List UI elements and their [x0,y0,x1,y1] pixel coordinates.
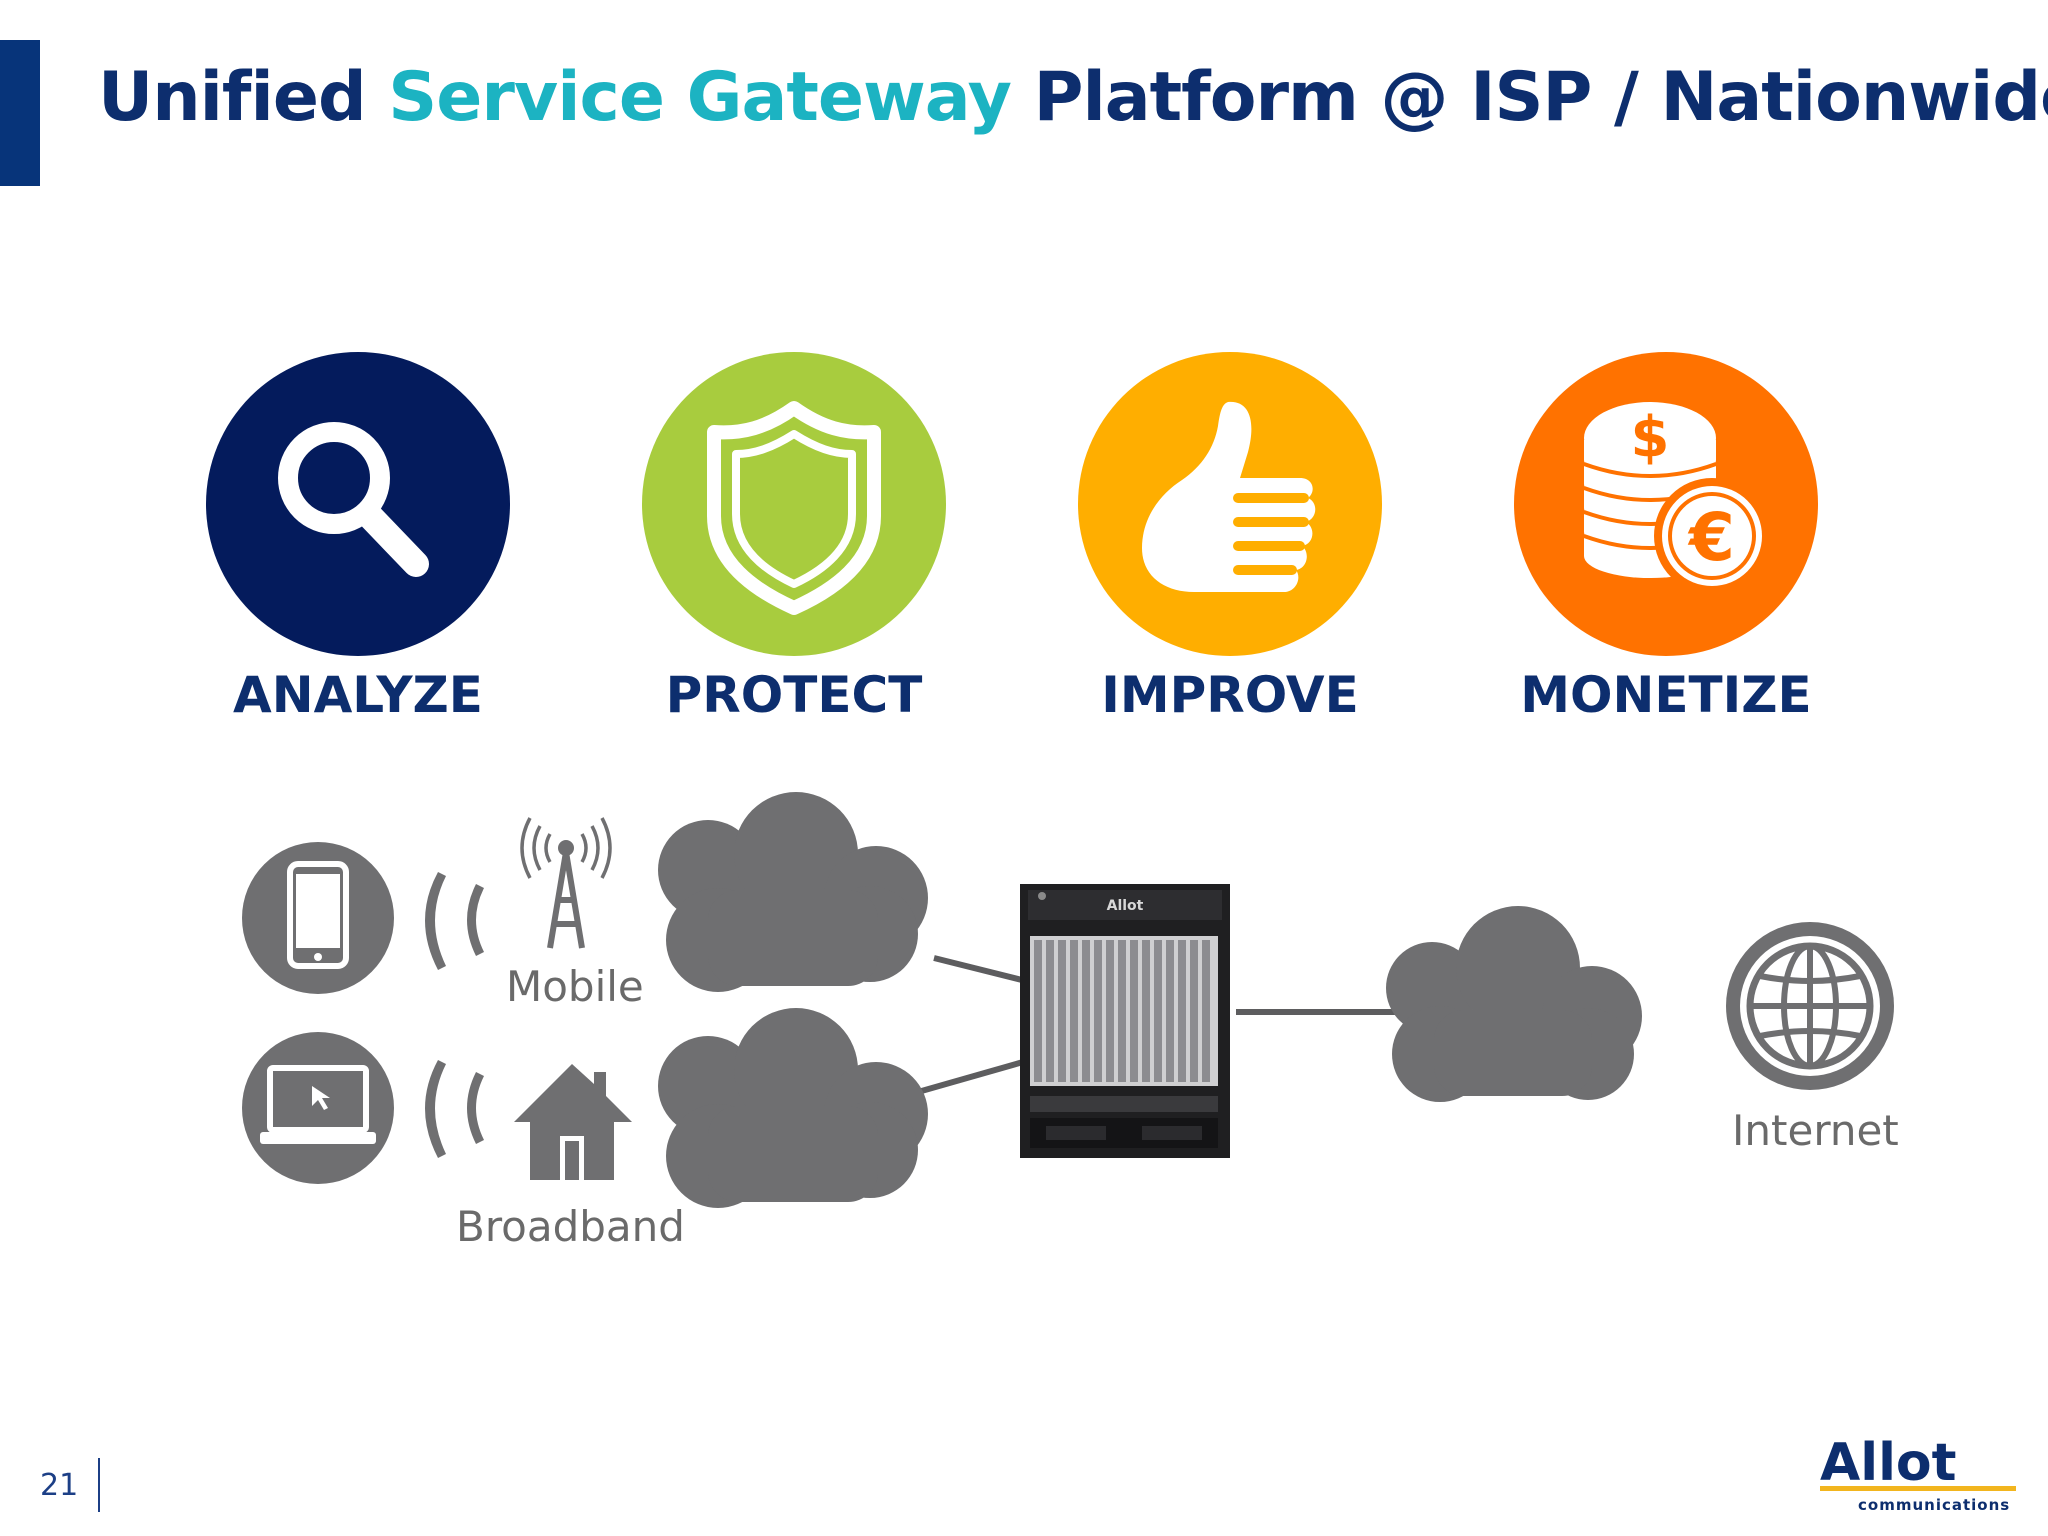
cloud-broadband-icon [658,1008,928,1208]
broadband-label: Broadband [456,1202,685,1251]
wireless-waves-icon [425,1060,484,1158]
monetize-disc: $ € [1514,352,1818,656]
mobile-label: Mobile [506,962,644,1011]
broadband-link-line [917,1057,1031,1095]
logo-underline [1820,1486,2016,1491]
smartphone-icon [242,842,394,994]
pillar-protect: PROTECT [594,352,994,724]
magnifier-icon [278,422,429,577]
shield-icon [707,401,881,615]
title-highlight: Service Gateway [388,58,1012,137]
pillar-label-protect: PROTECT [665,666,923,724]
gateway-chassis: Allot [1020,884,1230,1158]
pillar-label-monetize: MONETIZE [1520,666,1812,724]
page-number-divider [98,1458,100,1512]
house-icon [514,1064,632,1180]
pillar-label-analyze: ANALYZE [233,666,483,724]
protect-disc [642,352,946,656]
internet-label: Internet [1732,1106,1899,1155]
title-part-2: Platform @ ISP / Nationwide [1010,58,2048,137]
cloud-mobile-icon [658,792,928,992]
gateway-brand: Allot [1107,898,1144,914]
laptop-icon [242,1032,394,1184]
line-cards [1034,940,1210,1082]
improve-disc [1078,352,1382,656]
pillar-monetize: $ € MONETIZE [1466,352,1866,724]
thumbs-up-icon [1142,401,1316,592]
page-title: Unified Service Gateway Platform @ ISP /… [98,58,2048,137]
wireless-waves-icon [425,872,484,970]
globe-icon [1726,922,1894,1090]
logo-subtitle: communications [1858,1496,2010,1512]
pillar-analyze: ANALYZE [158,352,558,724]
cell-tower-icon [520,817,612,949]
allot-logo: Allot communications [1820,1433,2016,1512]
pillar-label-improve: IMPROVE [1101,666,1359,724]
mobile-link-line [933,955,1031,985]
coins-icon: $ € [1583,402,1770,594]
svg-text:$: $ [1631,405,1670,470]
title-accent-bar [0,40,40,186]
cloud-internet-icon [1386,906,1642,1102]
analyze-disc [206,352,510,656]
page-number: 21 [40,1468,79,1503]
svg-text:€: € [1687,499,1735,576]
pillar-improve: IMPROVE [1030,352,1430,724]
logo-text: Allot [1820,1433,1956,1493]
title-part-1: Unified [98,58,389,137]
